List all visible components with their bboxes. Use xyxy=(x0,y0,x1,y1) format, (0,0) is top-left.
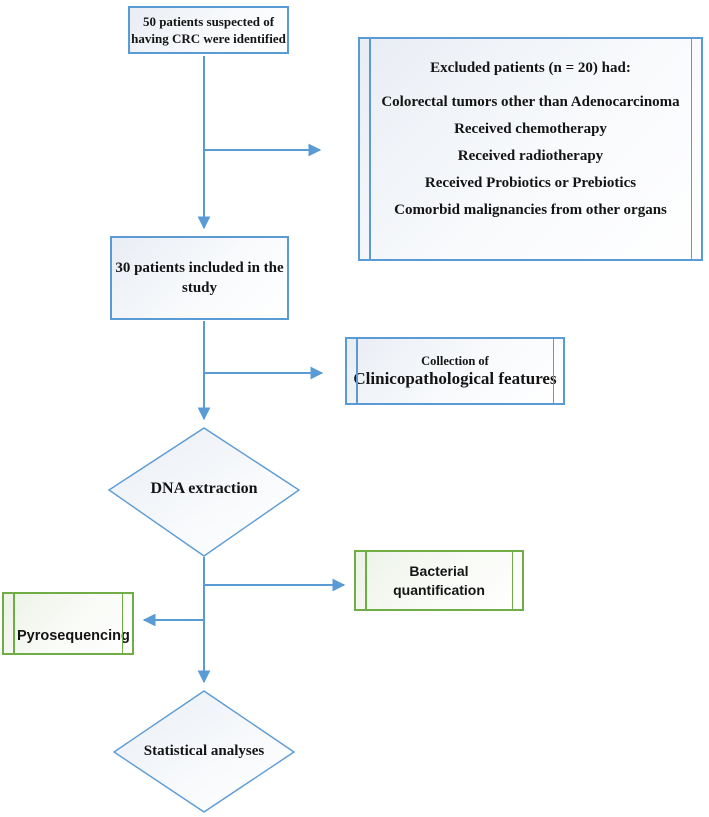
collection-line2: Clinicopathological features xyxy=(353,368,557,388)
node-bacterial-quantification: Bacterial quantification xyxy=(354,550,524,611)
excluded-item: Received radiotherapy xyxy=(457,148,604,164)
node-pyrosequencing-label: Pyrosequencing xyxy=(17,628,130,644)
node-patients-identified-label: 50 patients suspected of having CRC were… xyxy=(131,13,286,46)
node-patients-identified: 50 patients suspected of having CRC were… xyxy=(128,6,289,54)
node-collection-features: Collection of Clinicopathological featur… xyxy=(345,337,565,405)
node-dna-extraction-label: DNA extraction xyxy=(150,480,258,497)
excluded-item: Colorectal tumors other than Adenocarcin… xyxy=(381,94,680,110)
node-patients-included-label: 30 patients included in the study xyxy=(115,259,284,296)
node-pyrosequencing: Pyrosequencing xyxy=(2,592,134,655)
excluded-item: Comorbid malignancies from other organs xyxy=(394,202,667,218)
excluded-item: Received Probiotics or Prebiotics xyxy=(424,175,637,191)
diamond-statistical-analyses xyxy=(112,690,296,813)
excluded-item: Received chemotherapy xyxy=(454,121,607,137)
diamond-dna-extraction xyxy=(107,427,301,557)
node-patients-included: 30 patients included in the study xyxy=(110,236,289,320)
node-bacterial-quantification-label: Bacterial quantification xyxy=(393,562,485,598)
node-statistical-analyses-label: Statistical analyses xyxy=(143,743,265,759)
node-excluded-patients: Excluded patients (n = 20) had: Colorect… xyxy=(358,37,703,261)
excluded-items-list: Colorectal tumors other than Adenocarcin… xyxy=(381,89,679,224)
collection-line1: Collection of xyxy=(421,353,489,368)
excluded-title: Excluded patients (n = 20) had: xyxy=(430,60,631,76)
